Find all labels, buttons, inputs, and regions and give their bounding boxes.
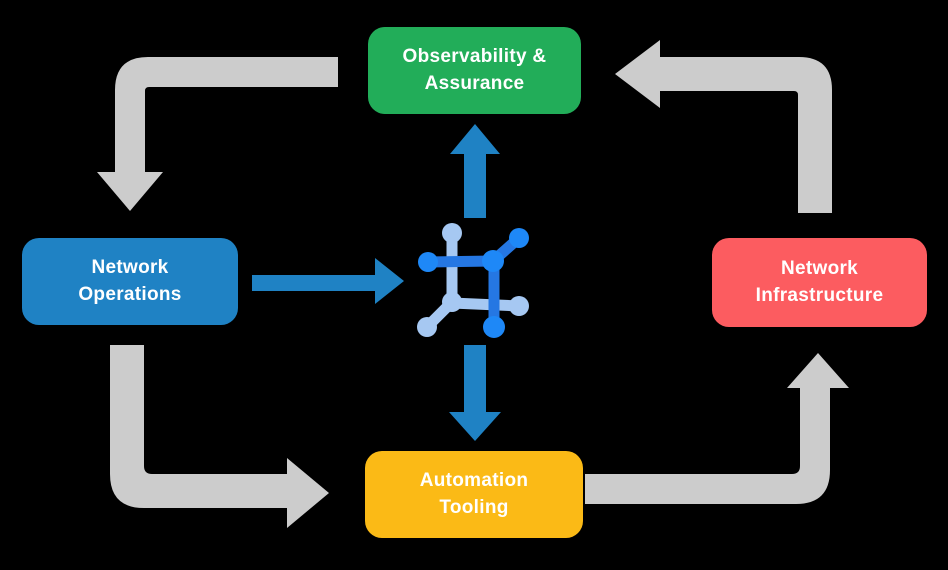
arrow-operations-to-center [252, 258, 404, 304]
node-label-line: Assurance [424, 72, 525, 94]
node-label-line: Observability & [402, 46, 547, 68]
node-network-infrastructure: Network Infrastructure [712, 238, 927, 327]
arrow-center-to-automation [449, 345, 501, 441]
node-network-operations: Network Operations [22, 238, 238, 325]
node-label-line: Automation [419, 470, 529, 492]
node-label-line: Infrastructure [755, 284, 884, 306]
node-label-line: Network [91, 257, 169, 279]
arrow-operations-to-automation [110, 345, 329, 528]
arrow-observability-to-operations [97, 57, 338, 211]
node-label-line: Network [780, 258, 859, 280]
node-label-line: Tooling [439, 496, 509, 518]
arrow-infrastructure-to-observability [615, 40, 832, 213]
node-automation-tooling: Automation Tooling [365, 451, 583, 538]
network-automation-icon [417, 223, 529, 338]
node-observability-assurance: Observability & Assurance [368, 27, 581, 114]
arrow-automation-to-infrastructure [585, 353, 849, 504]
arrow-center-to-observability [450, 124, 500, 218]
node-label-line: Operations [78, 283, 182, 305]
